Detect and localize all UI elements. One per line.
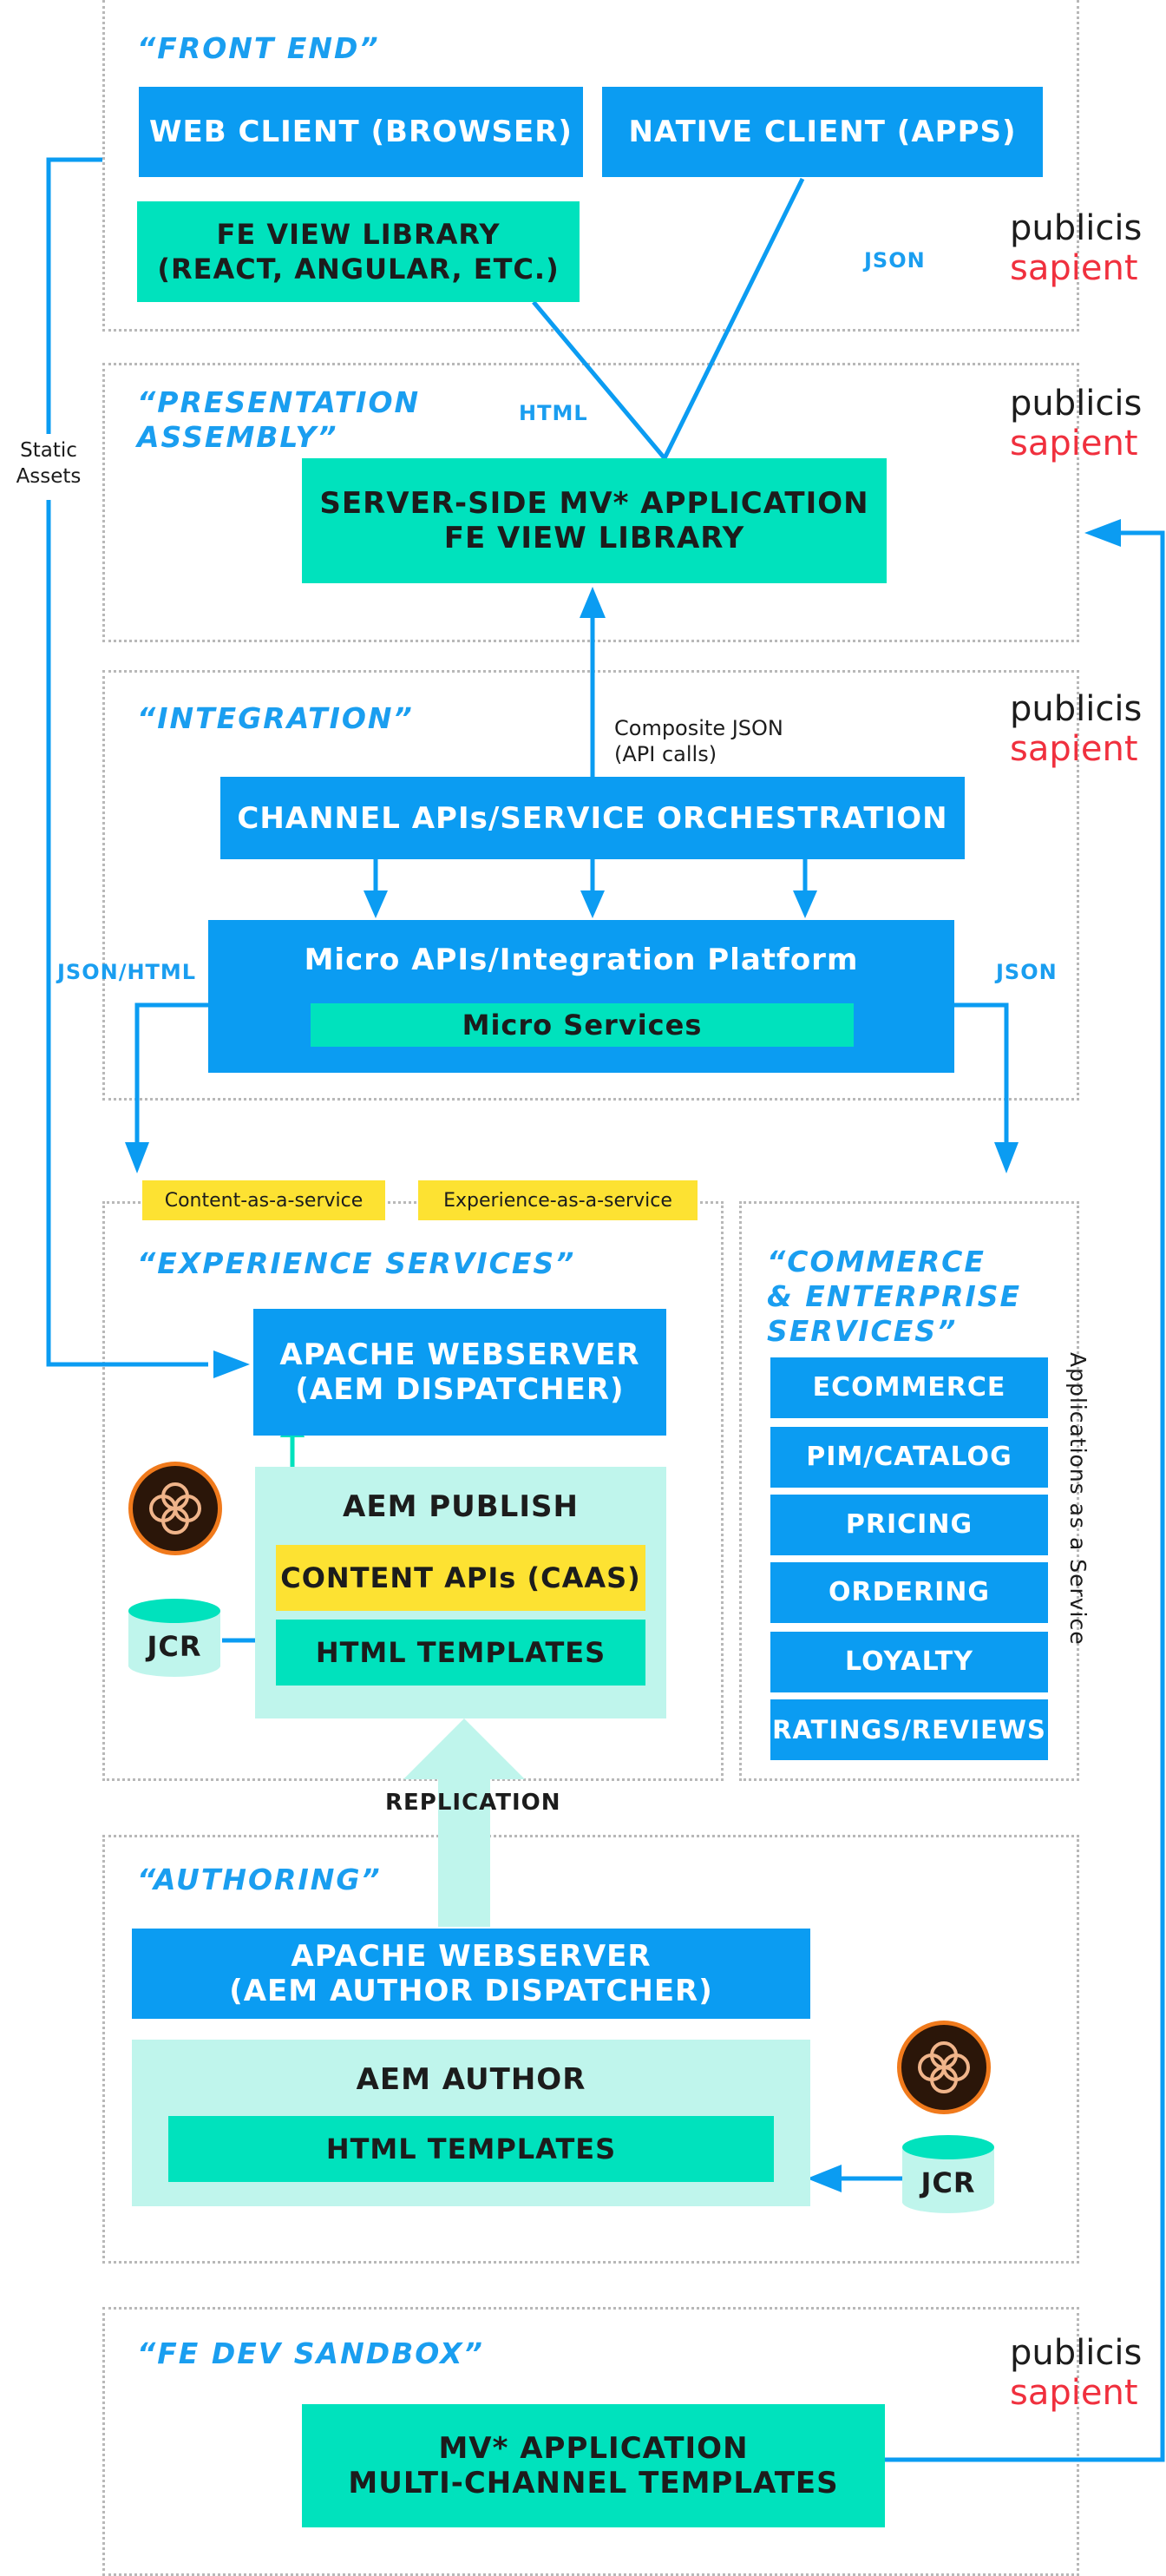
aem-publish-icon bbox=[128, 1462, 222, 1555]
jcr-publish-cylinder: JCR bbox=[128, 1599, 220, 1677]
pim-catalog-box: PIM/CATALOG bbox=[770, 1427, 1048, 1488]
experience-as-service-tag: Experience-as-a-service bbox=[418, 1180, 698, 1220]
front-end-section bbox=[102, 0, 1079, 332]
commerce-title: “COMMERCE & ENTERPRISE SERVICES” bbox=[767, 1245, 1022, 1348]
aem-logo-icon bbox=[149, 1482, 201, 1534]
json-html-line bbox=[134, 1002, 208, 1144]
json-right-label: JSON bbox=[996, 960, 1058, 984]
composite-json-label: Composite JSON (API calls) bbox=[614, 716, 783, 766]
arrow-left-presentation bbox=[1084, 519, 1121, 547]
jcr-cylinder-top bbox=[902, 2135, 994, 2159]
publicis-sapient-logo-3: publicis sapient bbox=[1010, 689, 1142, 769]
ordering-box: ORDERING bbox=[770, 1562, 1048, 1623]
fe-view-library-box: FE VIEW LIBRARY (REACT, ANGULAR, ETC.) bbox=[137, 201, 580, 302]
front-end-title: “FRONT END” bbox=[137, 31, 380, 65]
arrow-down-2 bbox=[580, 890, 605, 918]
arrow-down-commerce bbox=[994, 1142, 1019, 1173]
json-right-line bbox=[954, 1002, 1009, 1144]
arrow-down-content bbox=[125, 1142, 149, 1173]
json-line bbox=[662, 177, 805, 460]
jcr-cylinder-top bbox=[128, 1599, 220, 1623]
aem-publish-label: AEM PUBLISH bbox=[343, 1489, 579, 1524]
micro-apis-box: Micro APIs/Integration Platform Micro Se… bbox=[208, 920, 954, 1073]
applications-as-service-label: Applications as a Service bbox=[1065, 1352, 1091, 1646]
content-apis-box: CONTENT APIs (CAAS) bbox=[276, 1545, 645, 1611]
server-side-app-box: SERVER-SIDE MV* APPLICATION FE VIEW LIBR… bbox=[302, 458, 887, 583]
replication-arrow bbox=[403, 1718, 525, 1927]
commerce-section bbox=[739, 1201, 1079, 1781]
loyalty-box: LOYALTY bbox=[770, 1632, 1048, 1692]
integration-title: “INTEGRATION” bbox=[137, 701, 414, 735]
brand-line-1: publicis bbox=[1010, 2333, 1143, 2373]
sandbox-title: “FE DEV SANDBOX” bbox=[137, 2336, 484, 2370]
aem-author-box: AEM AUTHOR HTML TEMPLATES bbox=[132, 2040, 810, 2206]
brand-line-2: sapient bbox=[1010, 729, 1138, 769]
publicis-sapient-logo-4: publicis sapient bbox=[1010, 2333, 1142, 2413]
aem-publish-box: AEM PUBLISH CONTENT APIs (CAAS) HTML TEM… bbox=[255, 1467, 666, 1718]
json-html-label: JSON/HTML bbox=[57, 960, 197, 984]
static-assets-line-top bbox=[46, 157, 102, 434]
brand-line-2: sapient bbox=[1010, 248, 1138, 288]
experience-title: “EXPERIENCE SERVICES” bbox=[137, 1246, 576, 1280]
brand-line-2: sapient bbox=[1010, 2373, 1138, 2413]
brand-line-1: publicis bbox=[1010, 384, 1143, 424]
aem-author-icon bbox=[897, 2021, 991, 2114]
jcr-publish-label: JCR bbox=[147, 1630, 202, 1663]
brand-line-1: publicis bbox=[1010, 208, 1143, 248]
aem-author-label: AEM AUTHOR bbox=[356, 2062, 586, 2097]
arrow-down-1 bbox=[364, 890, 388, 918]
jcr-author-cylinder: JCR bbox=[902, 2135, 994, 2213]
ecommerce-box: ECOMMERCE bbox=[770, 1357, 1048, 1418]
publicis-sapient-logo-2: publicis sapient bbox=[1010, 384, 1142, 463]
jcr-cylinder-bottom bbox=[128, 1654, 220, 1677]
native-client-box: NATIVE CLIENT (APPS) bbox=[602, 87, 1043, 177]
ratings-reviews-box: RATINGS/REVIEWS bbox=[770, 1699, 1048, 1760]
jcr-author-label: JCR bbox=[920, 2166, 976, 2199]
channel-apis-box: CHANNEL APIs/SERVICE ORCHESTRATION bbox=[220, 777, 965, 859]
static-assets-line-bottom bbox=[46, 500, 208, 1367]
static-assets-label: Static Assets bbox=[16, 439, 82, 488]
author-dispatcher-box: APACHE WEBSERVER (AEM AUTHOR DISPATCHER) bbox=[132, 1929, 810, 2019]
arrow-left-author bbox=[807, 2165, 842, 2192]
html-line bbox=[532, 300, 666, 460]
html-label: HTML bbox=[519, 401, 588, 425]
mv-application-box: MV* APPLICATION MULTI-CHANNEL TEMPLATES bbox=[302, 2404, 885, 2527]
sandbox-loop-line bbox=[885, 530, 1165, 2462]
publish-html-templates-box: HTML TEMPLATES bbox=[276, 1620, 645, 1686]
micro-apis-label: Micro APIs/Integration Platform bbox=[304, 943, 859, 977]
aem-logo-icon bbox=[918, 2041, 970, 2093]
arrow-right-apache bbox=[213, 1350, 250, 1378]
author-html-templates-box: HTML TEMPLATES bbox=[168, 2116, 774, 2182]
authoring-title: “AUTHORING” bbox=[137, 1863, 382, 1896]
replication-label: REPLICATION bbox=[385, 1790, 561, 1816]
arrow-up-server bbox=[580, 587, 606, 618]
publicis-sapient-logo-1: publicis sapient bbox=[1010, 208, 1142, 288]
json-label: JSON bbox=[864, 248, 926, 273]
experience-section bbox=[102, 1201, 724, 1781]
authoring-section bbox=[102, 1835, 1079, 2264]
web-client-box: WEB CLIENT (BROWSER) bbox=[139, 87, 583, 177]
presentation-title: “PRESENTATION ASSEMBLY” bbox=[137, 385, 421, 454]
pricing-box: PRICING bbox=[770, 1495, 1048, 1555]
brand-line-1: publicis bbox=[1010, 689, 1143, 729]
jcr-cylinder-bottom bbox=[902, 2191, 994, 2213]
content-as-service-tag: Content-as-a-service bbox=[142, 1180, 385, 1220]
arrow-down-3 bbox=[793, 890, 817, 918]
brand-line-2: sapient bbox=[1010, 424, 1138, 463]
micro-services-box: Micro Services bbox=[311, 1003, 854, 1047]
apache-dispatcher-box: APACHE WEBSERVER (AEM DISPATCHER) bbox=[253, 1309, 666, 1436]
